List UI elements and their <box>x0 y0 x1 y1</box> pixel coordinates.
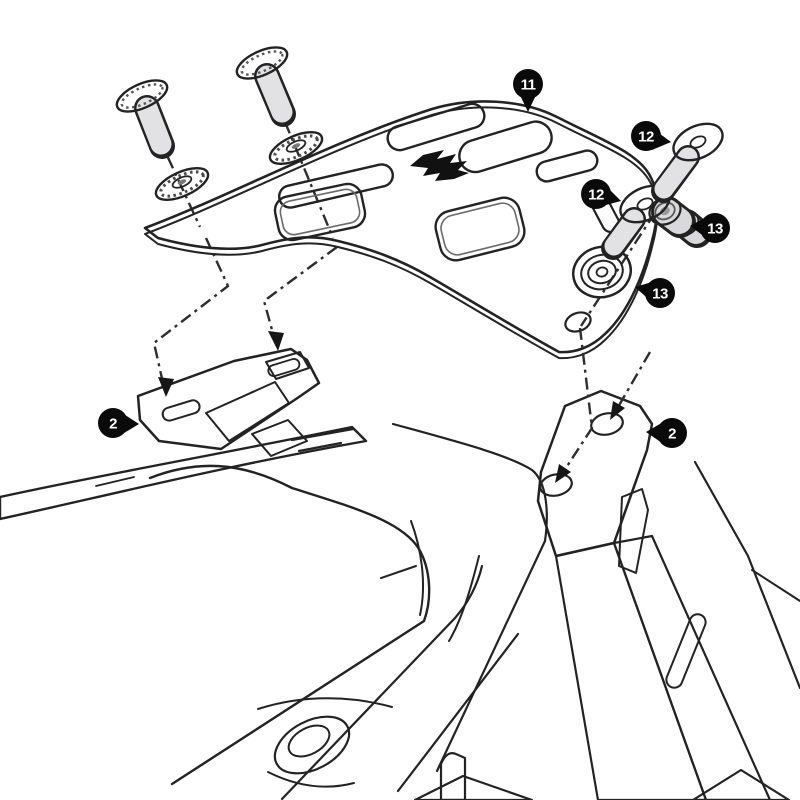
right-bracket-hole-lower <box>539 473 573 497</box>
rack-edge-thickness <box>144 106 659 360</box>
rack-opening-center <box>434 196 526 262</box>
alignment-line-left-1 <box>152 237 230 384</box>
subframe-line-1 <box>435 539 547 773</box>
sw-motech-logo <box>410 150 469 181</box>
rack-slot-1 <box>386 102 486 152</box>
luggage-rack-plate <box>143 100 659 360</box>
flat-head-screw-upper <box>651 122 724 203</box>
left-mounting-bracket <box>136 347 321 457</box>
motorcycle-tail <box>0 422 800 800</box>
vent-line-1 <box>290 427 355 442</box>
callout-2-left-bubble <box>98 408 128 438</box>
callout-2-left: 2 <box>98 408 139 438</box>
alignment-line-left-2 <box>262 246 338 338</box>
callout-2-right-bubble <box>657 418 687 448</box>
left-bracket-slot-2 <box>267 358 301 377</box>
left-grab-rail <box>0 425 368 521</box>
callout-2-left-label: 2 <box>109 416 117 433</box>
rack-mount-hole <box>564 311 592 333</box>
under-tail-shadow-wedge <box>413 774 534 800</box>
rack-opening-left <box>273 182 367 242</box>
alignment-line-right-2 <box>612 351 652 415</box>
callout-13-spacers-label: 13 <box>707 221 723 238</box>
rack-slot-3 <box>535 149 599 183</box>
rubber-grommet <box>572 245 632 299</box>
panel-seam-line <box>380 565 417 579</box>
callout-11: 11 <box>513 69 543 112</box>
callout-12-upper-bubble <box>631 121 661 151</box>
alignment-line-right-1 <box>560 327 594 475</box>
right-bracket-hole-upper <box>590 412 624 436</box>
callout-12-lower-label: 12 <box>588 187 604 204</box>
left-bracket-tab <box>265 351 310 380</box>
right-rail-slot <box>665 613 707 689</box>
rack-plate-face <box>143 100 659 354</box>
arrowhead-left-1 <box>158 377 174 397</box>
tail-crease-line <box>410 520 425 616</box>
left-bracket-cutout <box>205 381 290 442</box>
right-rail-band <box>612 534 772 800</box>
countersunk-screw-left-1 <box>115 79 175 159</box>
rail-tube-end <box>439 752 467 800</box>
callout-12-upper: 12 <box>631 121 671 151</box>
tail-shoulder-line <box>391 422 548 543</box>
callout-13-grommet: 13 <box>635 278 675 308</box>
rack-opening-center-rim <box>440 202 520 256</box>
panel-hook-line <box>448 555 480 642</box>
callout-12-upper-label: 12 <box>638 129 654 146</box>
alignment-lines-left <box>152 237 338 384</box>
callout-12-lower-bubble <box>581 179 611 209</box>
right-subframe-band <box>554 541 708 800</box>
grab-recess <box>257 697 393 788</box>
callout-12-lower: 12 <box>581 179 621 209</box>
callout-13-spacers: 13 <box>690 213 730 243</box>
right-mounting-bracket <box>536 389 654 574</box>
rail-seam-line <box>95 476 135 487</box>
left-bracket-slot-1 <box>161 399 201 422</box>
tail-body-outline <box>148 464 431 786</box>
callout-13-grommet-label: 13 <box>652 286 668 303</box>
callout-11-bubble <box>513 69 543 99</box>
rack-opening-left-rim <box>279 188 361 236</box>
distance-spacer-1 <box>648 196 696 238</box>
callout-11-label: 11 <box>521 77 536 94</box>
right-bracket-cutout <box>618 488 649 574</box>
vent-line-2 <box>297 441 343 453</box>
tail-lower-rail-line <box>280 564 484 800</box>
right-shadow-triangle <box>691 768 791 800</box>
arrowhead-right-2 <box>610 401 625 420</box>
arrowhead-left-2 <box>268 331 284 351</box>
serrated-washer-2 <box>268 130 324 166</box>
rack-slot-2 <box>458 120 553 174</box>
callout-2-right-label: 2 <box>668 426 676 443</box>
serrated-washer-1 <box>154 166 210 202</box>
callout-2-right: 2 <box>646 418 687 448</box>
right-fairing-edge-1 <box>693 460 800 690</box>
subframe-line-2 <box>396 632 520 793</box>
right-fairing-edge-2 <box>751 569 800 602</box>
callout-13-grommet-bubble <box>645 278 675 308</box>
left-bracket-foot <box>251 419 308 457</box>
countersunk-screw-left-2 <box>235 46 296 127</box>
arrowhead-right-1 <box>555 464 571 483</box>
callout-13-spacers-bubble <box>700 213 730 243</box>
